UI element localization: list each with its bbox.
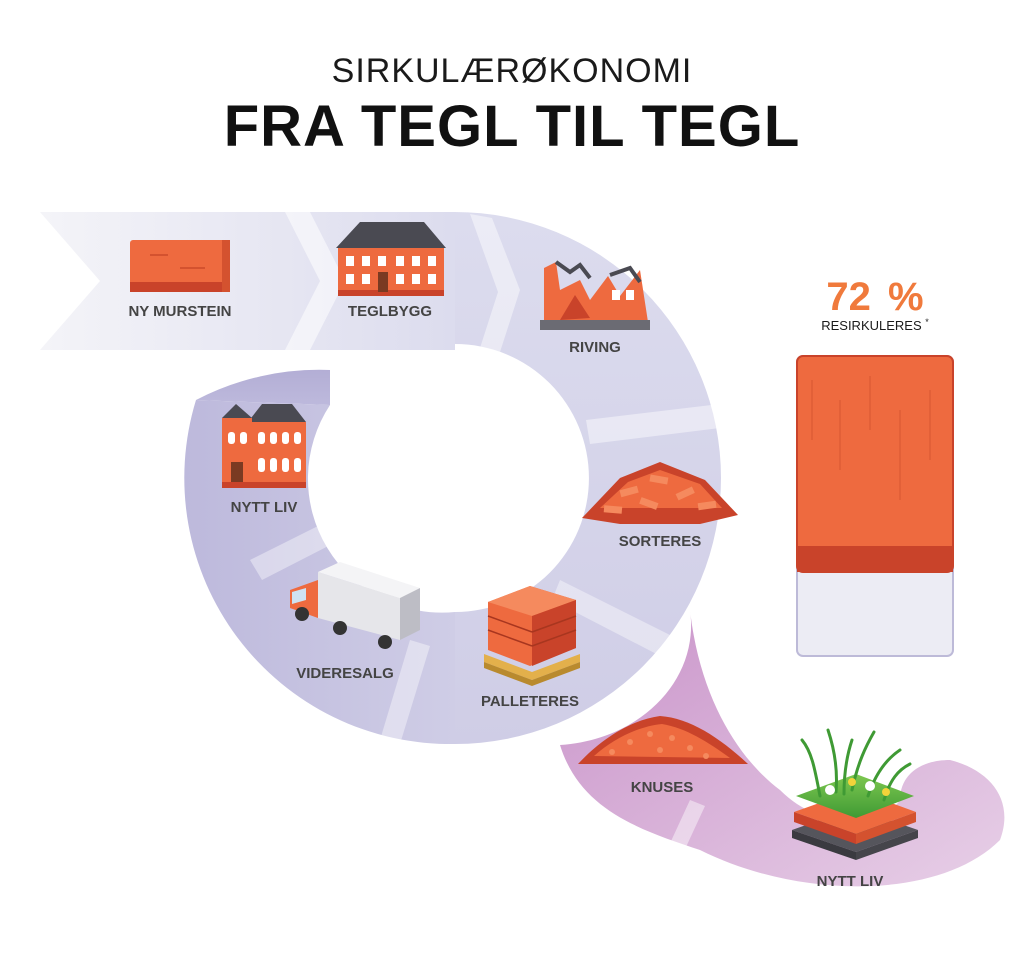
step-teglbygg: TEGLBYGG [336, 222, 446, 320]
step-sorteres: SORTERES [582, 462, 738, 550]
step-knuses: KNUSES [578, 716, 748, 796]
step-label: TEGLBYGG [348, 303, 432, 320]
brick-pile-icon [582, 462, 738, 524]
stat-footnote-marker: * [925, 317, 929, 327]
step-ny-murstein: NY MURSTEIN [128, 240, 232, 320]
crushed-brick-icon [578, 716, 748, 764]
band-divider [586, 404, 720, 444]
recycling-stat: 72 % RESIRKULERES * [796, 275, 954, 657]
band-divider [380, 640, 430, 744]
band-divider [552, 580, 680, 660]
step-palleteres: PALLETERES [481, 586, 580, 710]
step-label: KNUSES [631, 779, 694, 796]
band-divider [666, 800, 705, 860]
svg-text:RESIRKULERES *: RESIRKULERES * [821, 317, 929, 333]
stat-bar-recycled [796, 355, 954, 573]
band-segment-tail [196, 369, 330, 405]
svg-text:72 %: 72 % [826, 275, 923, 319]
step-label: SORTERES [619, 533, 702, 550]
header: SIRKULÆRØKONOMI FRA TEGL TIL TEGL [224, 52, 801, 159]
green-roof-icon [792, 728, 918, 860]
step-label: VIDERESALG [296, 665, 394, 682]
step-label: NYTT LIV [817, 873, 884, 890]
stat-value: 72 [826, 275, 871, 319]
brick-pallet-icon [484, 586, 580, 686]
step-label: PALLETERES [481, 693, 579, 710]
band-divider [470, 214, 520, 352]
brick-icon [130, 240, 230, 292]
stat-brick-bar [796, 355, 954, 657]
band-divider [250, 520, 340, 580]
delivery-truck-icon [290, 562, 420, 649]
header-subtitle: SIRKULÆRØKONOMI [332, 52, 693, 90]
brick-building-icon [336, 222, 446, 296]
step-label: NY MURSTEIN [128, 303, 231, 320]
stat-label: RESIRKULERES [821, 318, 922, 333]
church-building-icon [222, 404, 306, 488]
stat-unit: % [888, 275, 924, 319]
band-divider [285, 212, 345, 350]
step-label: RIVING [569, 339, 621, 356]
step-riving: RIVING [540, 260, 650, 356]
demolished-building-icon [540, 260, 650, 330]
step-label: NYTT LIV [231, 499, 298, 516]
step-nytt-liv-green: NYTT LIV [792, 728, 918, 890]
step-videresalg: VIDERESALG [290, 562, 420, 682]
header-title: FRA TEGL TIL TEGL [224, 94, 801, 159]
step-nytt-liv: NYTT LIV [222, 404, 306, 516]
